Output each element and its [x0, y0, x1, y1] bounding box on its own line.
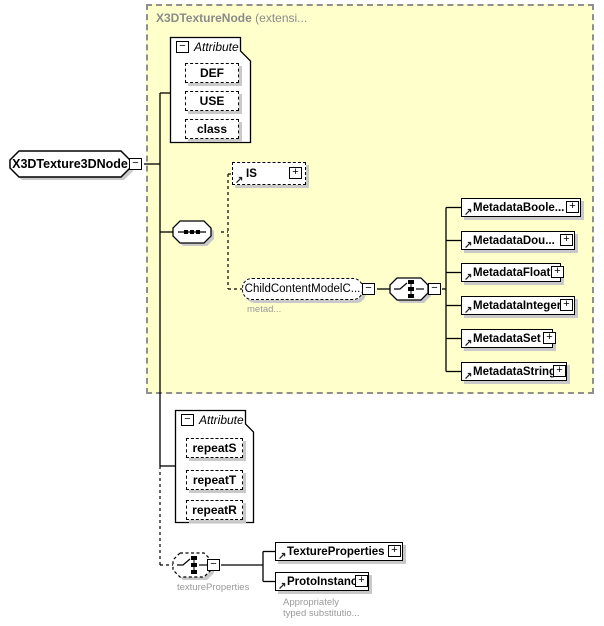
reference-arrow-icon: ↗	[464, 272, 473, 283]
expand-icon[interactable]: +	[543, 332, 556, 344]
attribute-group-top-label: Attribute	[194, 40, 239, 54]
extension-base-name: X3DTextureNode	[156, 11, 252, 25]
element-label: MetadataDou...	[473, 234, 555, 247]
reference-arrow-icon: ↗	[464, 240, 473, 251]
element-label: MetadataInteger	[473, 299, 562, 312]
collapse-icon[interactable]: −	[207, 559, 220, 571]
element-label: MetadataString	[473, 365, 557, 378]
extension-container-title: X3DTextureNode (extensi...	[156, 11, 307, 25]
collapse-icon[interactable]: −	[428, 283, 441, 295]
reference-arrow-icon: ↗	[464, 371, 473, 382]
expand-icon[interactable]: +	[388, 545, 401, 557]
root-element-label[interactable]: X3DTexture3DNode	[12, 157, 128, 171]
element-metadata-set[interactable]: ↗ MetadataSet	[461, 329, 553, 349]
element-is-label: IS	[246, 167, 257, 180]
expand-icon[interactable]: +	[355, 575, 368, 587]
reference-arrow-icon: ↗	[235, 175, 244, 186]
attribute-item-repeatr[interactable]: repeatR	[186, 500, 243, 520]
reference-arrow-icon: ↗	[464, 207, 473, 218]
element-label: MetadataSet	[473, 332, 541, 345]
reference-arrow-icon: ↗	[464, 305, 473, 316]
element-metadata-integer[interactable]: ↗ MetadataInteger	[461, 296, 575, 316]
substitution-note-line1: Appropriately	[283, 597, 339, 608]
element-child-content-model-label: ChildContentModelC...	[244, 283, 361, 295]
element-proto-instance[interactable]: ↗ ProtoInstance	[275, 572, 369, 592]
element-is[interactable]: ↗ IS	[232, 162, 306, 186]
attribute-item-repeats[interactable]: repeatS	[186, 438, 243, 458]
element-label: MetadataBoole...	[473, 201, 565, 214]
expand-icon[interactable]: +	[560, 234, 573, 246]
extension-suffix: (extensi...	[251, 11, 308, 25]
attribute-item-use[interactable]: USE	[185, 91, 239, 111]
texture-properties-label: textureProperties	[177, 582, 250, 593]
element-metadata-double[interactable]: ↗ MetadataDou...	[461, 231, 575, 251]
expand-icon[interactable]: +	[566, 201, 579, 213]
element-label: TextureProperties	[287, 545, 385, 558]
element-metadata-float[interactable]: ↗ MetadataFloat	[461, 263, 561, 283]
attribute-item-repeatt[interactable]: repeatT	[186, 470, 243, 490]
expand-icon[interactable]: +	[289, 167, 302, 179]
element-label: MetadataFloat	[473, 266, 551, 279]
substitution-note-line2: typed substitutio...	[283, 608, 360, 619]
attribute-item-def[interactable]: DEF	[185, 63, 239, 83]
collapse-icon[interactable]: −	[129, 158, 142, 170]
collapse-icon[interactable]: −	[176, 41, 189, 53]
element-label: ProtoInstance	[287, 575, 364, 588]
child-content-annotation: metad...	[247, 304, 282, 315]
collapse-icon[interactable]: −	[181, 414, 194, 426]
attribute-group-bottom-label: Attribute	[199, 413, 244, 427]
attribute-item-class[interactable]: class	[185, 119, 239, 139]
element-texture-properties[interactable]: ↗ TextureProperties	[275, 542, 403, 562]
expand-icon[interactable]: +	[553, 365, 566, 377]
reference-arrow-icon: ↗	[278, 551, 287, 562]
element-metadata-boolean[interactable]: ↗ MetadataBoole...	[461, 198, 581, 218]
expand-icon[interactable]: +	[551, 266, 564, 278]
reference-arrow-icon: ↗	[464, 338, 473, 349]
expand-icon[interactable]: +	[560, 299, 573, 311]
collapse-icon[interactable]: −	[362, 283, 375, 295]
element-metadata-string[interactable]: ↗ MetadataString	[461, 362, 567, 382]
element-child-content-model[interactable]: ChildContentModelC...	[242, 278, 363, 300]
reference-arrow-icon: ↗	[278, 581, 287, 592]
